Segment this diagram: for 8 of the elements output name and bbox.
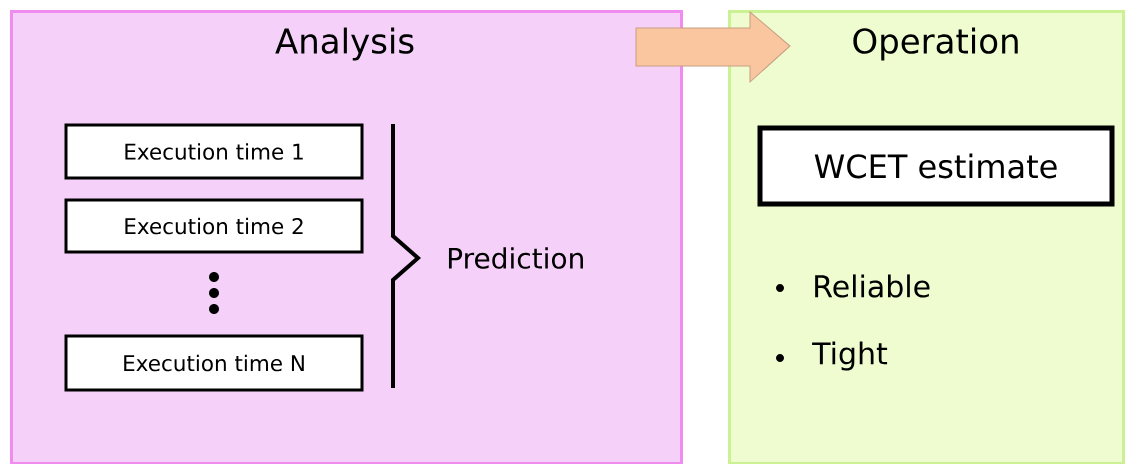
text-box: Execution time 1 — [64, 123, 364, 180]
bracket-label: Prediction — [448, 247, 583, 269]
list-item: Reliable — [815, 274, 930, 298]
text-box: Execution time N — [64, 334, 364, 392]
list-item: Tight — [812, 341, 888, 371]
text-box: Execution time 2 — [64, 198, 364, 254]
block-arrow — [635, 11, 791, 83]
text-box: WCET estimate — [757, 125, 1115, 207]
